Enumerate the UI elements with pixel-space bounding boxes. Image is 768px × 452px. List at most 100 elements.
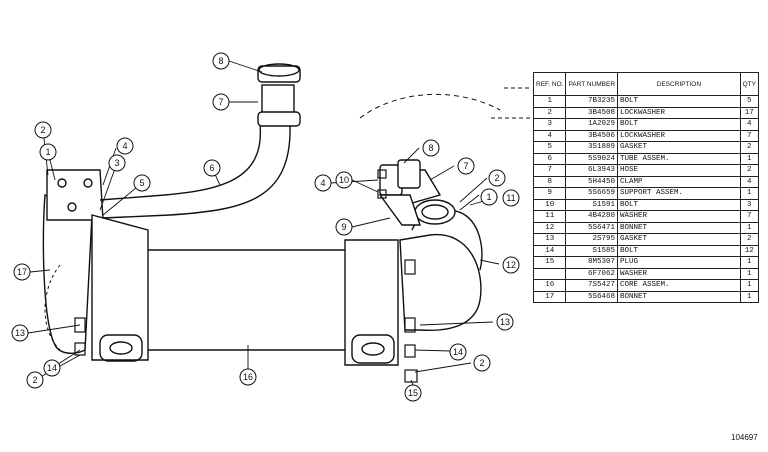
description-cell: TUBE ASSEM. <box>617 152 741 165</box>
left-bonnet <box>42 193 93 354</box>
ref-cell: 8 <box>532 175 567 188</box>
qty-cell: 4 <box>739 118 760 131</box>
part-number-header: PART NUMBER <box>565 72 619 96</box>
description-cell: BOLT <box>617 198 741 211</box>
callout-17: 17 <box>17 267 27 277</box>
qty-cell: 7 <box>739 210 760 223</box>
description-cell: LOCKWASHER <box>617 106 741 119</box>
callout-5: 5 <box>139 178 144 188</box>
qty-header: QTY <box>739 72 760 96</box>
qty-cell: 1 <box>739 221 760 234</box>
callout-3: 3 <box>114 158 119 168</box>
ref-cell: 1 <box>532 95 567 108</box>
callout-8: 8 <box>218 56 223 66</box>
ref-cell: 11 <box>532 210 567 223</box>
qty-cell: 1 <box>739 267 760 280</box>
ref-cell: 14 <box>532 244 567 257</box>
right-bonnet <box>399 234 482 332</box>
callout-10: 10 <box>339 175 349 185</box>
part-number-cell: 6F7062 <box>565 267 619 280</box>
callout-12: 12 <box>506 260 516 270</box>
callout-8: 8 <box>428 143 433 153</box>
callout-4: 4 <box>122 141 127 151</box>
qty-cell: 12 <box>739 244 760 257</box>
qty-cell: 1 <box>739 279 760 292</box>
description-cell: BOLT <box>617 118 741 131</box>
ref-cell: 13 <box>532 233 567 246</box>
right-flange <box>344 239 399 366</box>
description-cell: CORE ASSEM. <box>617 279 741 292</box>
callout-15: 15 <box>408 388 418 398</box>
ref-cell: 7 <box>532 164 567 177</box>
description-cell: GASKET <box>617 141 741 154</box>
qty-cell: 1 <box>739 256 760 269</box>
callout-2: 2 <box>40 125 45 135</box>
qty-cell: 1 <box>739 187 760 200</box>
qty-cell: 4 <box>739 175 760 188</box>
callout-13: 13 <box>500 317 510 327</box>
ref-cell: 17 <box>532 290 567 303</box>
part-number-cell: 7B3235 <box>565 95 619 108</box>
callout-6: 6 <box>209 163 214 173</box>
ref-cell: 16 <box>532 279 567 292</box>
description-cell: BOLT <box>617 244 741 257</box>
part-number-cell: 5H4450 <box>565 175 619 188</box>
part-number-cell: 6L3943 <box>565 164 619 177</box>
callout-2: 2 <box>479 358 484 368</box>
qty-cell: 7 <box>739 129 760 142</box>
tube-assembly <box>99 124 261 201</box>
qty-cell: 5 <box>739 95 760 108</box>
description-cell: PLUG <box>617 256 741 269</box>
qty-cell: 2 <box>739 233 760 246</box>
qty-cell: 2 <box>739 141 760 154</box>
support-assembly <box>378 194 421 226</box>
ref-cell <box>532 267 567 280</box>
part-number-cell: 4B4280 <box>565 210 619 223</box>
qty-cell: 2 <box>739 164 760 177</box>
description-cell: WASHER <box>617 210 741 223</box>
callout-7: 7 <box>218 97 223 107</box>
description-cell: BONNET <box>617 221 741 234</box>
ref-cell: 6 <box>532 152 567 165</box>
callout-13: 13 <box>15 328 25 338</box>
callout-4: 4 <box>320 178 325 188</box>
callout-9: 9 <box>341 222 346 232</box>
callout-1: 1 <box>486 192 491 202</box>
callout-16: 16 <box>243 372 253 382</box>
table-header-row: REF. NO. PART NUMBER DESCRIPTION QTY <box>532 72 760 96</box>
qty-cell: 3 <box>739 198 760 211</box>
description-header: DESCRIPTION <box>617 72 741 96</box>
description-cell: CLAMP <box>617 175 741 188</box>
part-number-cell: 7S5427 <box>565 279 619 292</box>
description-cell: LOCKWASHER <box>617 129 741 142</box>
qty-cell: 17 <box>739 106 760 119</box>
description-cell: GASKET <box>617 233 741 246</box>
left-mount-plate <box>46 169 104 221</box>
callout-14: 14 <box>47 363 57 373</box>
ref-cell: 10 <box>532 198 567 211</box>
callout-11: 11 <box>506 193 515 203</box>
part-number-cell: S1591 <box>565 198 619 211</box>
part-number-cell: 5S9024 <box>565 152 619 165</box>
description-cell: BONNET <box>617 290 741 303</box>
left-flange <box>91 214 149 361</box>
figure-number: 104697 <box>731 433 758 442</box>
part-number-cell: S1585 <box>565 244 619 257</box>
ref-cell: 12 <box>532 221 567 234</box>
part-number-cell: 5S6471 <box>565 221 619 234</box>
description-cell: BOLT <box>617 95 741 108</box>
description-cell: HOSE <box>617 164 741 177</box>
ref-cell: 9 <box>532 187 567 200</box>
part-number-cell: 5S6659 <box>565 187 619 200</box>
